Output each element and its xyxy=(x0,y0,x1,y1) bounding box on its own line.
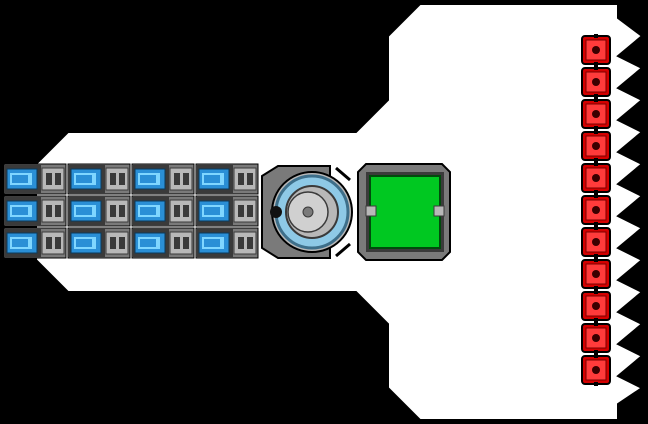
battery-bank xyxy=(3,163,259,259)
red-turret-icon[interactable] xyxy=(581,354,611,386)
cargo-bay[interactable] xyxy=(357,163,451,261)
battery-cell[interactable] xyxy=(131,227,195,259)
red-turret-icon[interactable] xyxy=(581,258,611,290)
red-turret-icon[interactable] xyxy=(581,66,611,98)
reactor-module[interactable] xyxy=(261,165,353,259)
battery-cell[interactable] xyxy=(67,163,131,195)
red-turret-icon[interactable] xyxy=(581,162,611,194)
red-turret-icon[interactable] xyxy=(581,34,611,66)
battery-cell[interactable] xyxy=(67,227,131,259)
battery-cell[interactable] xyxy=(131,163,195,195)
red-turret-icon[interactable] xyxy=(581,98,611,130)
battery-cell[interactable] xyxy=(195,195,259,227)
red-turret-icon[interactable] xyxy=(581,130,611,162)
red-turret-icon[interactable] xyxy=(581,194,611,226)
battery-cell[interactable] xyxy=(131,195,195,227)
battery-cell[interactable] xyxy=(3,163,67,195)
battery-cell[interactable] xyxy=(3,195,67,227)
red-turret-icon[interactable] xyxy=(581,322,611,354)
red-turret-icon[interactable] xyxy=(581,290,611,322)
weapon-column xyxy=(581,34,611,386)
cargo-hatch-icon xyxy=(369,175,441,249)
battery-cell[interactable] xyxy=(195,227,259,259)
red-turret-icon[interactable] xyxy=(581,226,611,258)
battery-cell[interactable] xyxy=(195,163,259,195)
battery-cell[interactable] xyxy=(3,227,67,259)
battery-cell[interactable] xyxy=(67,195,131,227)
